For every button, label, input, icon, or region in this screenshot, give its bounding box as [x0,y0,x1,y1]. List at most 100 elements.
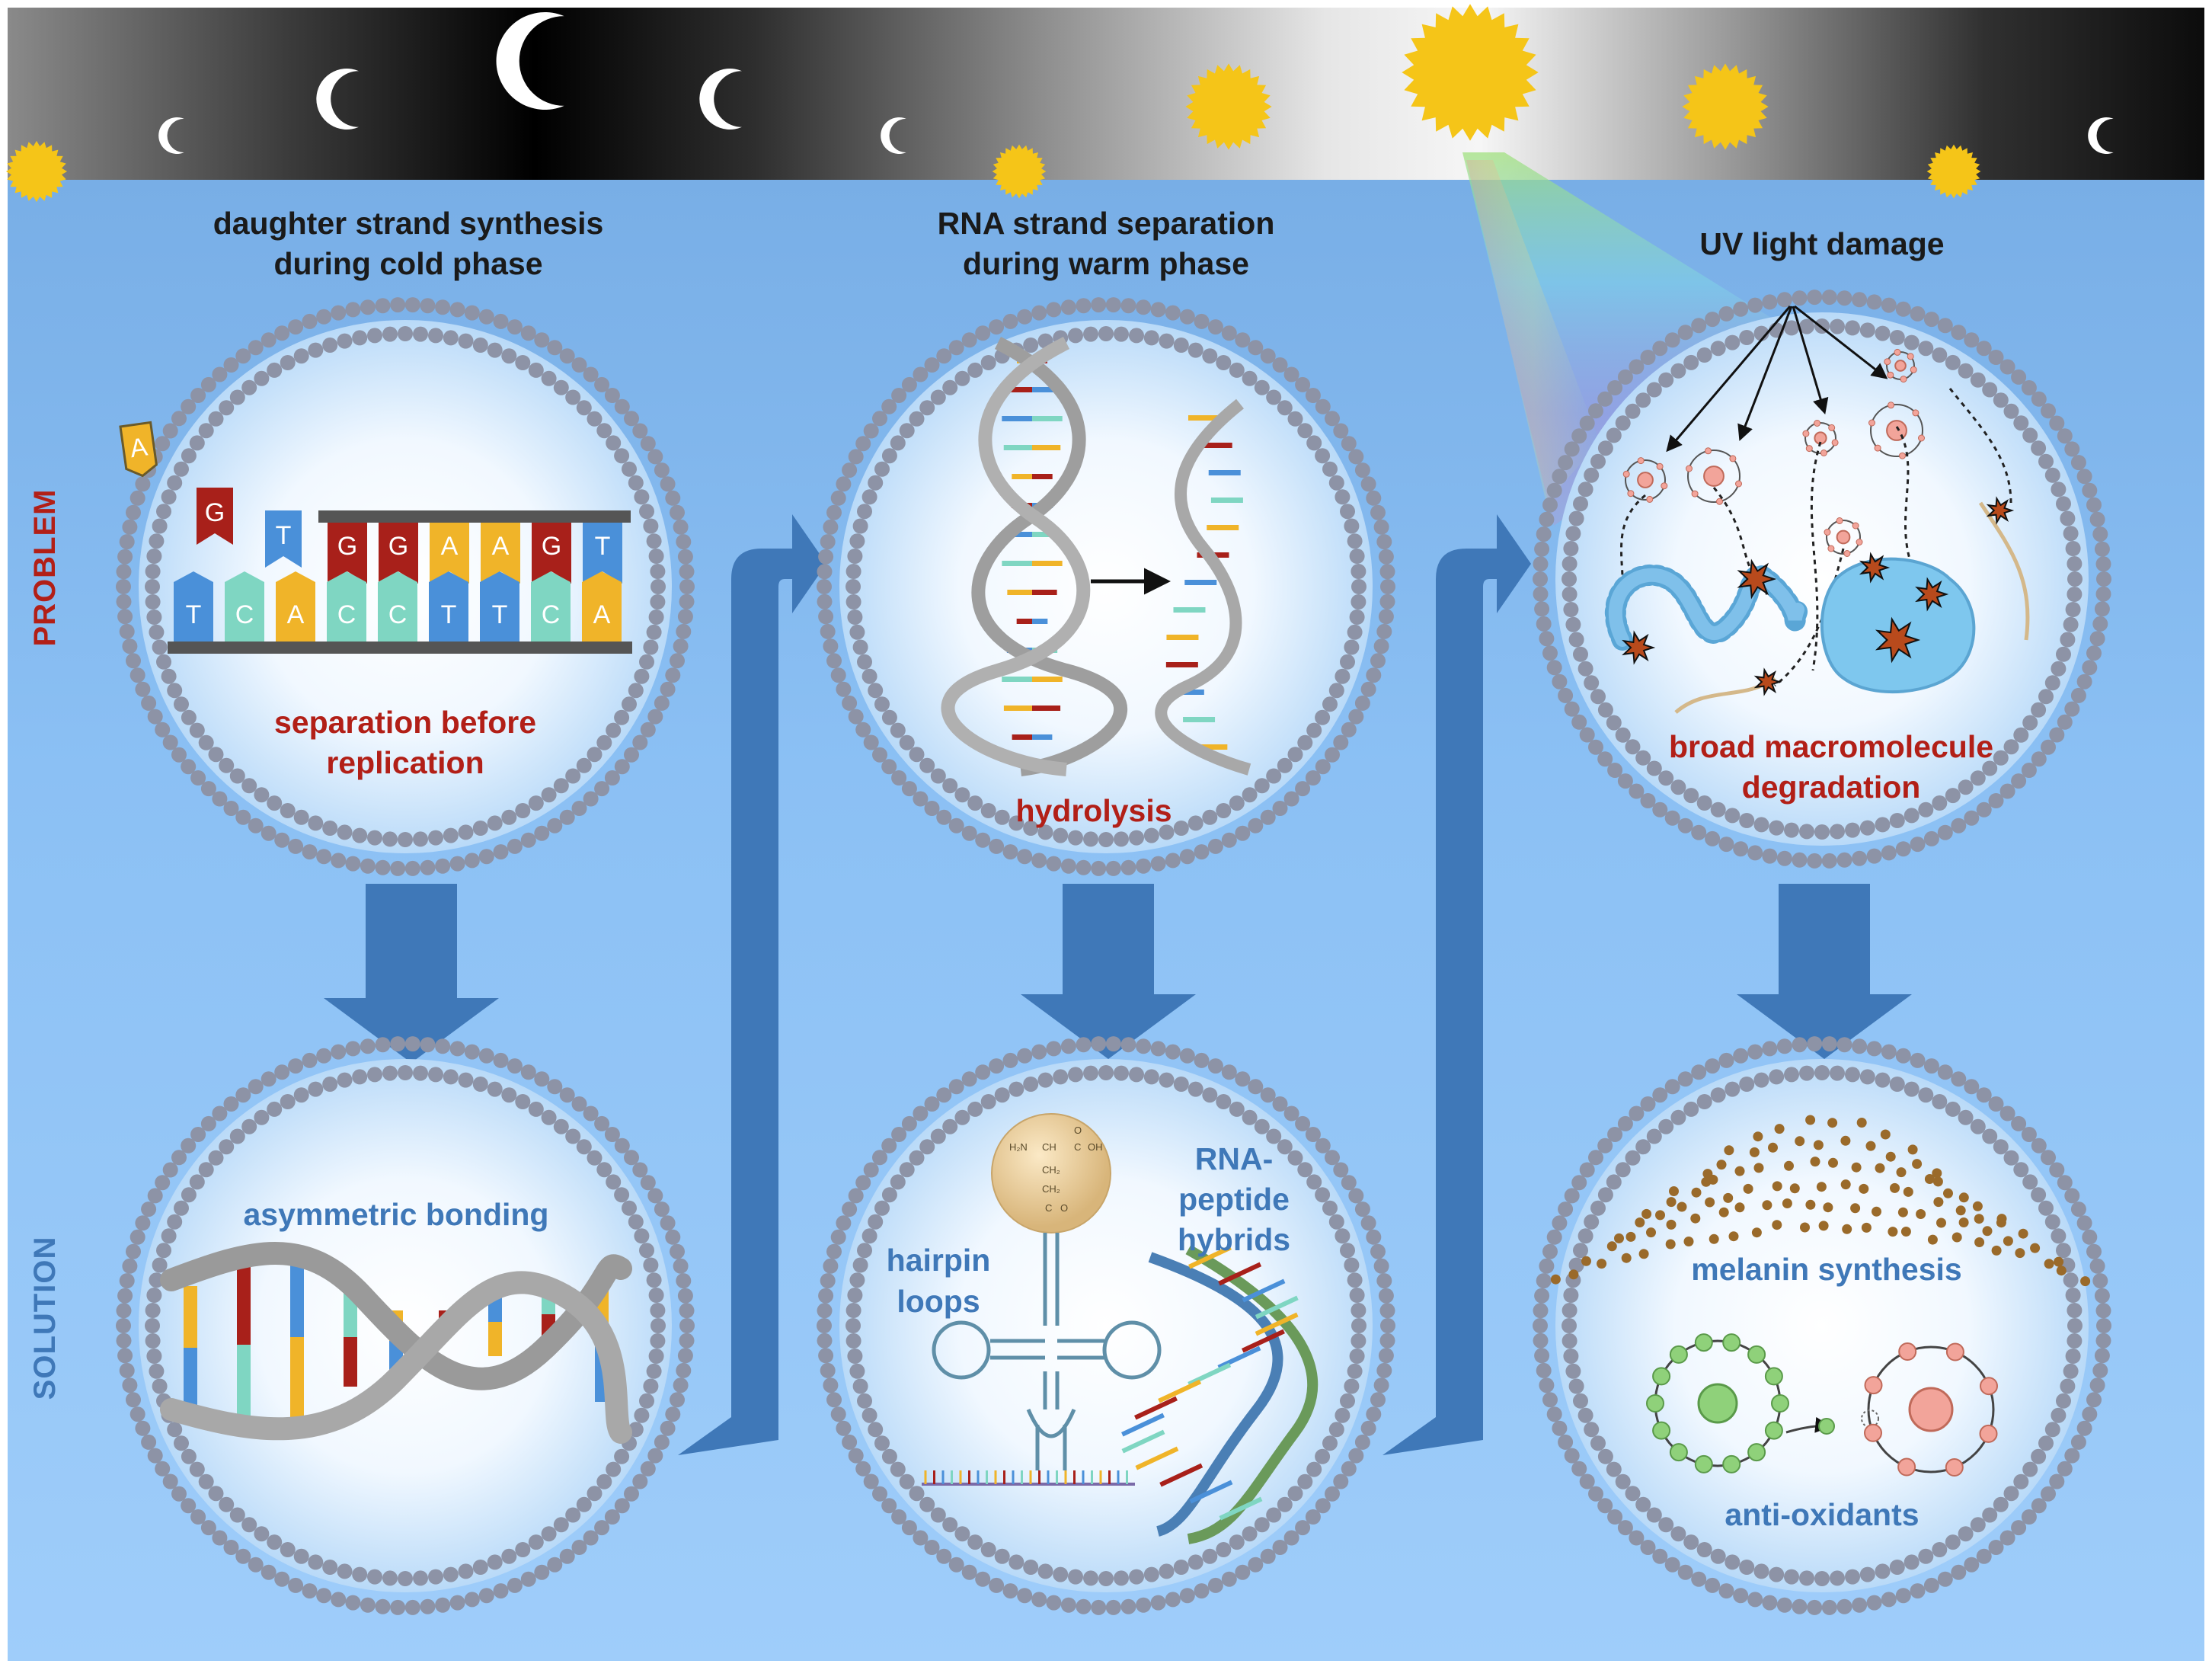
lipid-head [2070,1201,2086,1217]
lipid-head [122,519,138,535]
base-tile: G [328,523,367,584]
lipid-head [472,821,488,836]
lipid-head [654,695,670,711]
helix-strand-b [160,1271,632,1444]
lipid-head [565,1507,581,1523]
base-letter: C [337,600,356,629]
lipid-head [606,722,622,738]
lipid-head [208,747,224,763]
lipid-head [1597,751,1613,767]
lipid-head [1597,440,1613,456]
electron [1747,1443,1766,1462]
lipid-head [520,1571,536,1587]
lipid-head [1606,1461,1622,1477]
lipid-head [1753,1072,1769,1088]
lipid-head [1918,1087,1934,1103]
lipid-head [1143,1566,1159,1582]
lipid-head [1242,1526,1258,1542]
lipid-head [863,423,879,439]
lipid-head [1347,624,1363,640]
lipid-head [628,1214,644,1230]
lipid-head [1098,832,1114,847]
lipid-head [1349,610,1365,625]
lipid-head [2086,645,2102,661]
lipid-head [1830,1065,1845,1081]
lipid-head [1945,1101,1961,1117]
melanin-particle [1655,1210,1665,1221]
strand-base [1207,525,1239,530]
lipid-head [1579,1473,1595,1489]
lipid-head [254,787,270,803]
lipid-head [515,803,531,818]
lipid-head [1333,1162,1349,1178]
lipid-head [1105,1036,1121,1052]
lipid-head [1037,824,1053,840]
lipid-head [2067,1303,2083,1318]
lipid-head [1821,290,1837,306]
lipid-head [1558,455,1574,471]
lipid-head [1640,793,1656,808]
lipid-head [1083,831,1098,847]
lipid-head [980,1094,996,1109]
lipid-head [1315,1448,1331,1464]
lipid-head [1351,594,1367,610]
lipid-head [1964,1079,1980,1095]
helix-rung [1032,734,1053,740]
lipid-head [1577,482,1593,498]
melanin-particle [1734,1202,1745,1213]
melanin-particle [1716,1160,1727,1170]
lipid-head [1590,1435,1606,1451]
hybrid-rung [1121,1429,1165,1454]
lipid-head [146,610,162,625]
melanin-particle [1842,1224,1852,1234]
lipid-head [660,476,676,492]
melanin-particles [1550,1115,2091,1287]
lipid-head [868,683,884,699]
lipid-head [149,1363,165,1379]
lipid-head [1248,1079,1264,1095]
lipid-head [235,809,251,825]
lipid-head [337,824,353,840]
helix-rung [1002,677,1032,682]
lipid-head [2095,586,2111,602]
lipid-head [587,1150,603,1166]
lipid-head [852,1257,868,1273]
lipid-head [1031,305,1047,321]
lipid-head [1159,333,1175,349]
strand-base [1188,415,1220,421]
lipid-head [1297,423,1313,439]
melanin-particle [1690,1213,1701,1224]
lipid-head [472,1560,488,1575]
melanin-particle [1850,1203,1861,1214]
lipid-head [989,319,1005,335]
lipid-head [146,1349,162,1364]
lipid-head [1325,411,1340,427]
lipid-head [1615,1162,1631,1178]
lipid-head [614,1187,630,1203]
lipid-head [847,610,863,625]
lipid-head [676,623,692,639]
lipid-head [909,411,925,427]
lipid-head [1060,1597,1076,1613]
lipid-head [855,436,871,452]
electron [1722,1454,1741,1473]
lipid-head [149,533,165,549]
lipid-head [2044,467,2060,483]
lipid-head [1173,338,1189,353]
lipid-head [1341,436,1357,452]
lipid-head [1053,1566,1069,1582]
lipid-head [293,348,309,364]
lipid-head [2003,1486,2019,1502]
col2-solution-left-line1: hairpin [887,1243,991,1278]
lipid-head [924,357,940,373]
col3-problem-label-line2: degradation [1742,770,1921,805]
melanin-particle [1932,1176,1943,1187]
lipid-head [899,1473,915,1489]
melanin-particle [1728,1231,1739,1242]
lipid-head [2089,1258,2105,1274]
lipid-head [1360,1420,1376,1436]
lipid-head [559,348,575,364]
lipid-head [1635,750,1651,766]
lipid-head [1982,382,1998,398]
lipid-head [1753,1563,1769,1579]
